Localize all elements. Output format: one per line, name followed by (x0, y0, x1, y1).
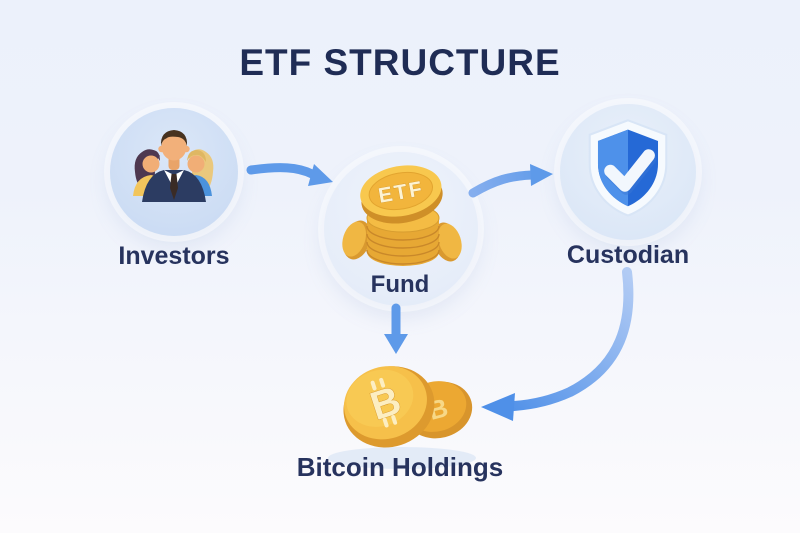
shield-check-icon (588, 119, 668, 217)
arrow-investors-to-fund (246, 163, 333, 186)
investors-people-icon (133, 130, 214, 202)
fund-label: Fund (370, 271, 430, 298)
bitcoin-holdings-label: Bitcoin Holdings (296, 452, 504, 482)
arrow-custodian-to-bitcoin (481, 267, 634, 421)
diagram-title: ETF STRUCTURE (239, 42, 561, 83)
custodian-node (560, 104, 696, 240)
arrow-fund-to-custodian (468, 164, 553, 198)
investors-node (110, 108, 238, 236)
bitcoin-coins-icon: B B (328, 366, 476, 469)
etf-coin-stack-icon: ETF (342, 165, 462, 266)
fund-node: ETF (324, 152, 478, 306)
custodian-label: Custodian (566, 241, 690, 269)
investors-label: Investors (118, 242, 230, 270)
bitcoin-symbol-bars (370, 377, 398, 428)
